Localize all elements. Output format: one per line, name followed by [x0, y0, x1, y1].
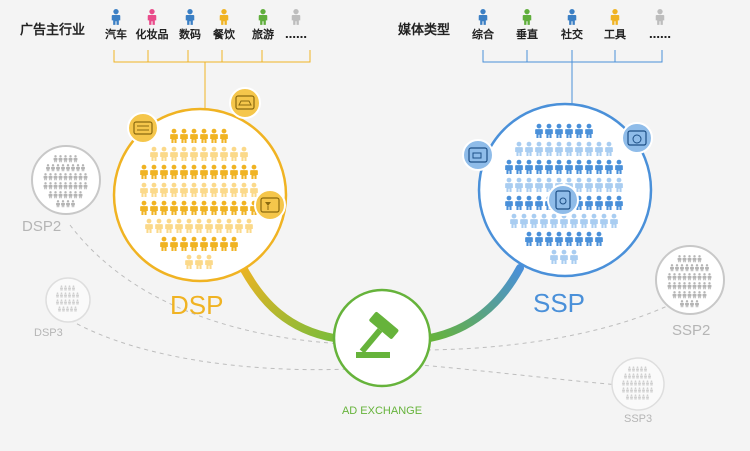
person-gray-icon — [291, 9, 301, 25]
category-label: 餐饮 — [212, 27, 236, 41]
ssp3-label: SSP3 — [624, 413, 652, 425]
gavel-icon — [356, 311, 399, 358]
category-label: 旅游 — [252, 27, 274, 41]
ssp-label: SSP — [533, 288, 585, 318]
dsp3-label: DSP3 — [34, 327, 63, 339]
person-blue-icon — [111, 9, 121, 25]
ssp2-node: SSP2 — [655, 245, 725, 339]
category-label: 综合 — [472, 27, 495, 41]
dashed-connectors — [69, 224, 681, 386]
industry-heading: 广告主行业 — [20, 22, 85, 38]
category-label: 数码 — [179, 27, 201, 41]
coffee-badge-icon — [462, 139, 494, 171]
dsp2-label: DSP2 — [22, 218, 61, 235]
category-label: 垂直 — [516, 27, 538, 41]
person-blue-icon — [478, 9, 488, 25]
ad-exchange-label: AD EXCHANGE — [342, 405, 422, 417]
category-label: 汽车 — [105, 27, 127, 41]
person-blue-icon — [185, 9, 195, 25]
person-pink-icon — [147, 9, 157, 25]
ssp3-node: SSP3 — [611, 357, 665, 425]
dsp3-node: DSP3 — [34, 277, 91, 339]
media-list: 综合 垂直 社交 工具 …… — [472, 9, 671, 41]
ad-exchange-node: AD EXCHANGE — [332, 288, 432, 417]
person-green-icon — [522, 9, 532, 25]
ssp-exchange-arc — [426, 264, 524, 342]
car-badge-icon — [229, 87, 261, 119]
industry-bracket — [113, 50, 311, 118]
media-bracket — [482, 50, 663, 112]
industry-list: 汽车化妆品数码餐饮 旅游 …… — [105, 9, 307, 41]
category-label: 社交 — [560, 27, 583, 41]
category-label: …… — [649, 28, 671, 41]
category-label: 工具 — [604, 28, 626, 41]
tool-badge-icon — [254, 189, 286, 221]
globe-badge-icon — [621, 122, 653, 154]
person-blue-icon — [567, 9, 577, 25]
person-yellow-icon — [219, 9, 229, 25]
category-label: …… — [285, 28, 307, 41]
ssp2-label: SSP2 — [672, 322, 710, 339]
newspaper-badge-icon — [127, 112, 159, 144]
category-label: 化妆品 — [136, 27, 169, 41]
person-yellow-icon — [610, 9, 620, 25]
dsp2-node: DSP2 — [22, 145, 101, 235]
person-green-icon — [258, 9, 268, 25]
media-heading: 媒体类型 — [398, 22, 450, 38]
dsp-node: DSP — [112, 107, 288, 320]
person-gray-icon — [655, 9, 665, 25]
dsp-label: DSP — [170, 290, 223, 320]
dsp-exchange-arc — [236, 258, 338, 342]
phone-badge-icon — [547, 184, 579, 216]
